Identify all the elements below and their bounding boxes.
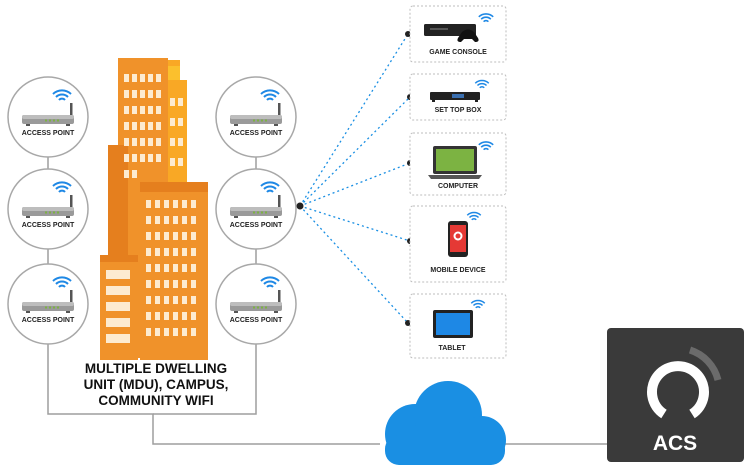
device-label: GAME CONSOLE — [429, 49, 487, 56]
cloud-icon — [385, 381, 506, 465]
set-top-box-icon — [430, 92, 480, 102]
connection-lines — [47, 157, 610, 445]
access-point-label: ACCESS POINT — [230, 317, 283, 324]
access-point-label: ACCESS POINT — [230, 130, 283, 137]
access-point-1: ACCESS POINT — [7, 76, 89, 158]
laptop-icon — [428, 146, 482, 179]
wireless-links — [299, 33, 411, 324]
device-label: TABLET — [438, 345, 466, 352]
acs-server: ACS — [607, 328, 744, 462]
access-point-2: ACCESS POINT — [7, 168, 89, 250]
building-caption-line-2: UNIT (MDU), CAMPUS, — [84, 377, 229, 392]
device-label: MOBILE DEVICE — [430, 267, 486, 274]
device-label: COMPUTER — [438, 183, 478, 190]
building-caption-line-3: COMMUNITY WIFI — [98, 393, 213, 408]
acs-label: ACS — [653, 432, 697, 455]
access-point-label: ACCESS POINT — [22, 130, 75, 137]
device-mobile: MOBILE DEVICE — [409, 205, 507, 283]
access-point-label: ACCESS POINT — [230, 222, 283, 229]
device-label: SET TOP BOX — [435, 107, 482, 114]
tablet-icon — [433, 310, 473, 338]
device-game-console: GAME CONSOLE — [409, 5, 507, 63]
acs-logo-icon — [647, 346, 722, 419]
access-point-3: ACCESS POINT — [7, 263, 89, 345]
building-caption: MULTIPLE DWELLING UNIT (MDU), CAMPUS, CO… — [84, 361, 229, 408]
device-set-top-box: SET TOP BOX — [409, 73, 507, 121]
device-computer: COMPUTER — [409, 132, 507, 196]
building-caption-line-1: MULTIPLE DWELLING — [85, 361, 227, 376]
access-point-5: ACCESS POINT — [215, 168, 297, 250]
smartphone-icon — [448, 221, 468, 257]
building-illustration — [100, 58, 208, 360]
access-point-4: ACCESS POINT — [215, 76, 297, 158]
link-endpoints — [296, 31, 413, 326]
access-point-label: ACCESS POINT — [22, 317, 75, 324]
game-console-icon — [424, 24, 479, 42]
access-point-label: ACCESS POINT — [22, 222, 75, 229]
access-point-6: ACCESS POINT — [215, 263, 297, 345]
device-tablet: TABLET — [409, 293, 507, 359]
